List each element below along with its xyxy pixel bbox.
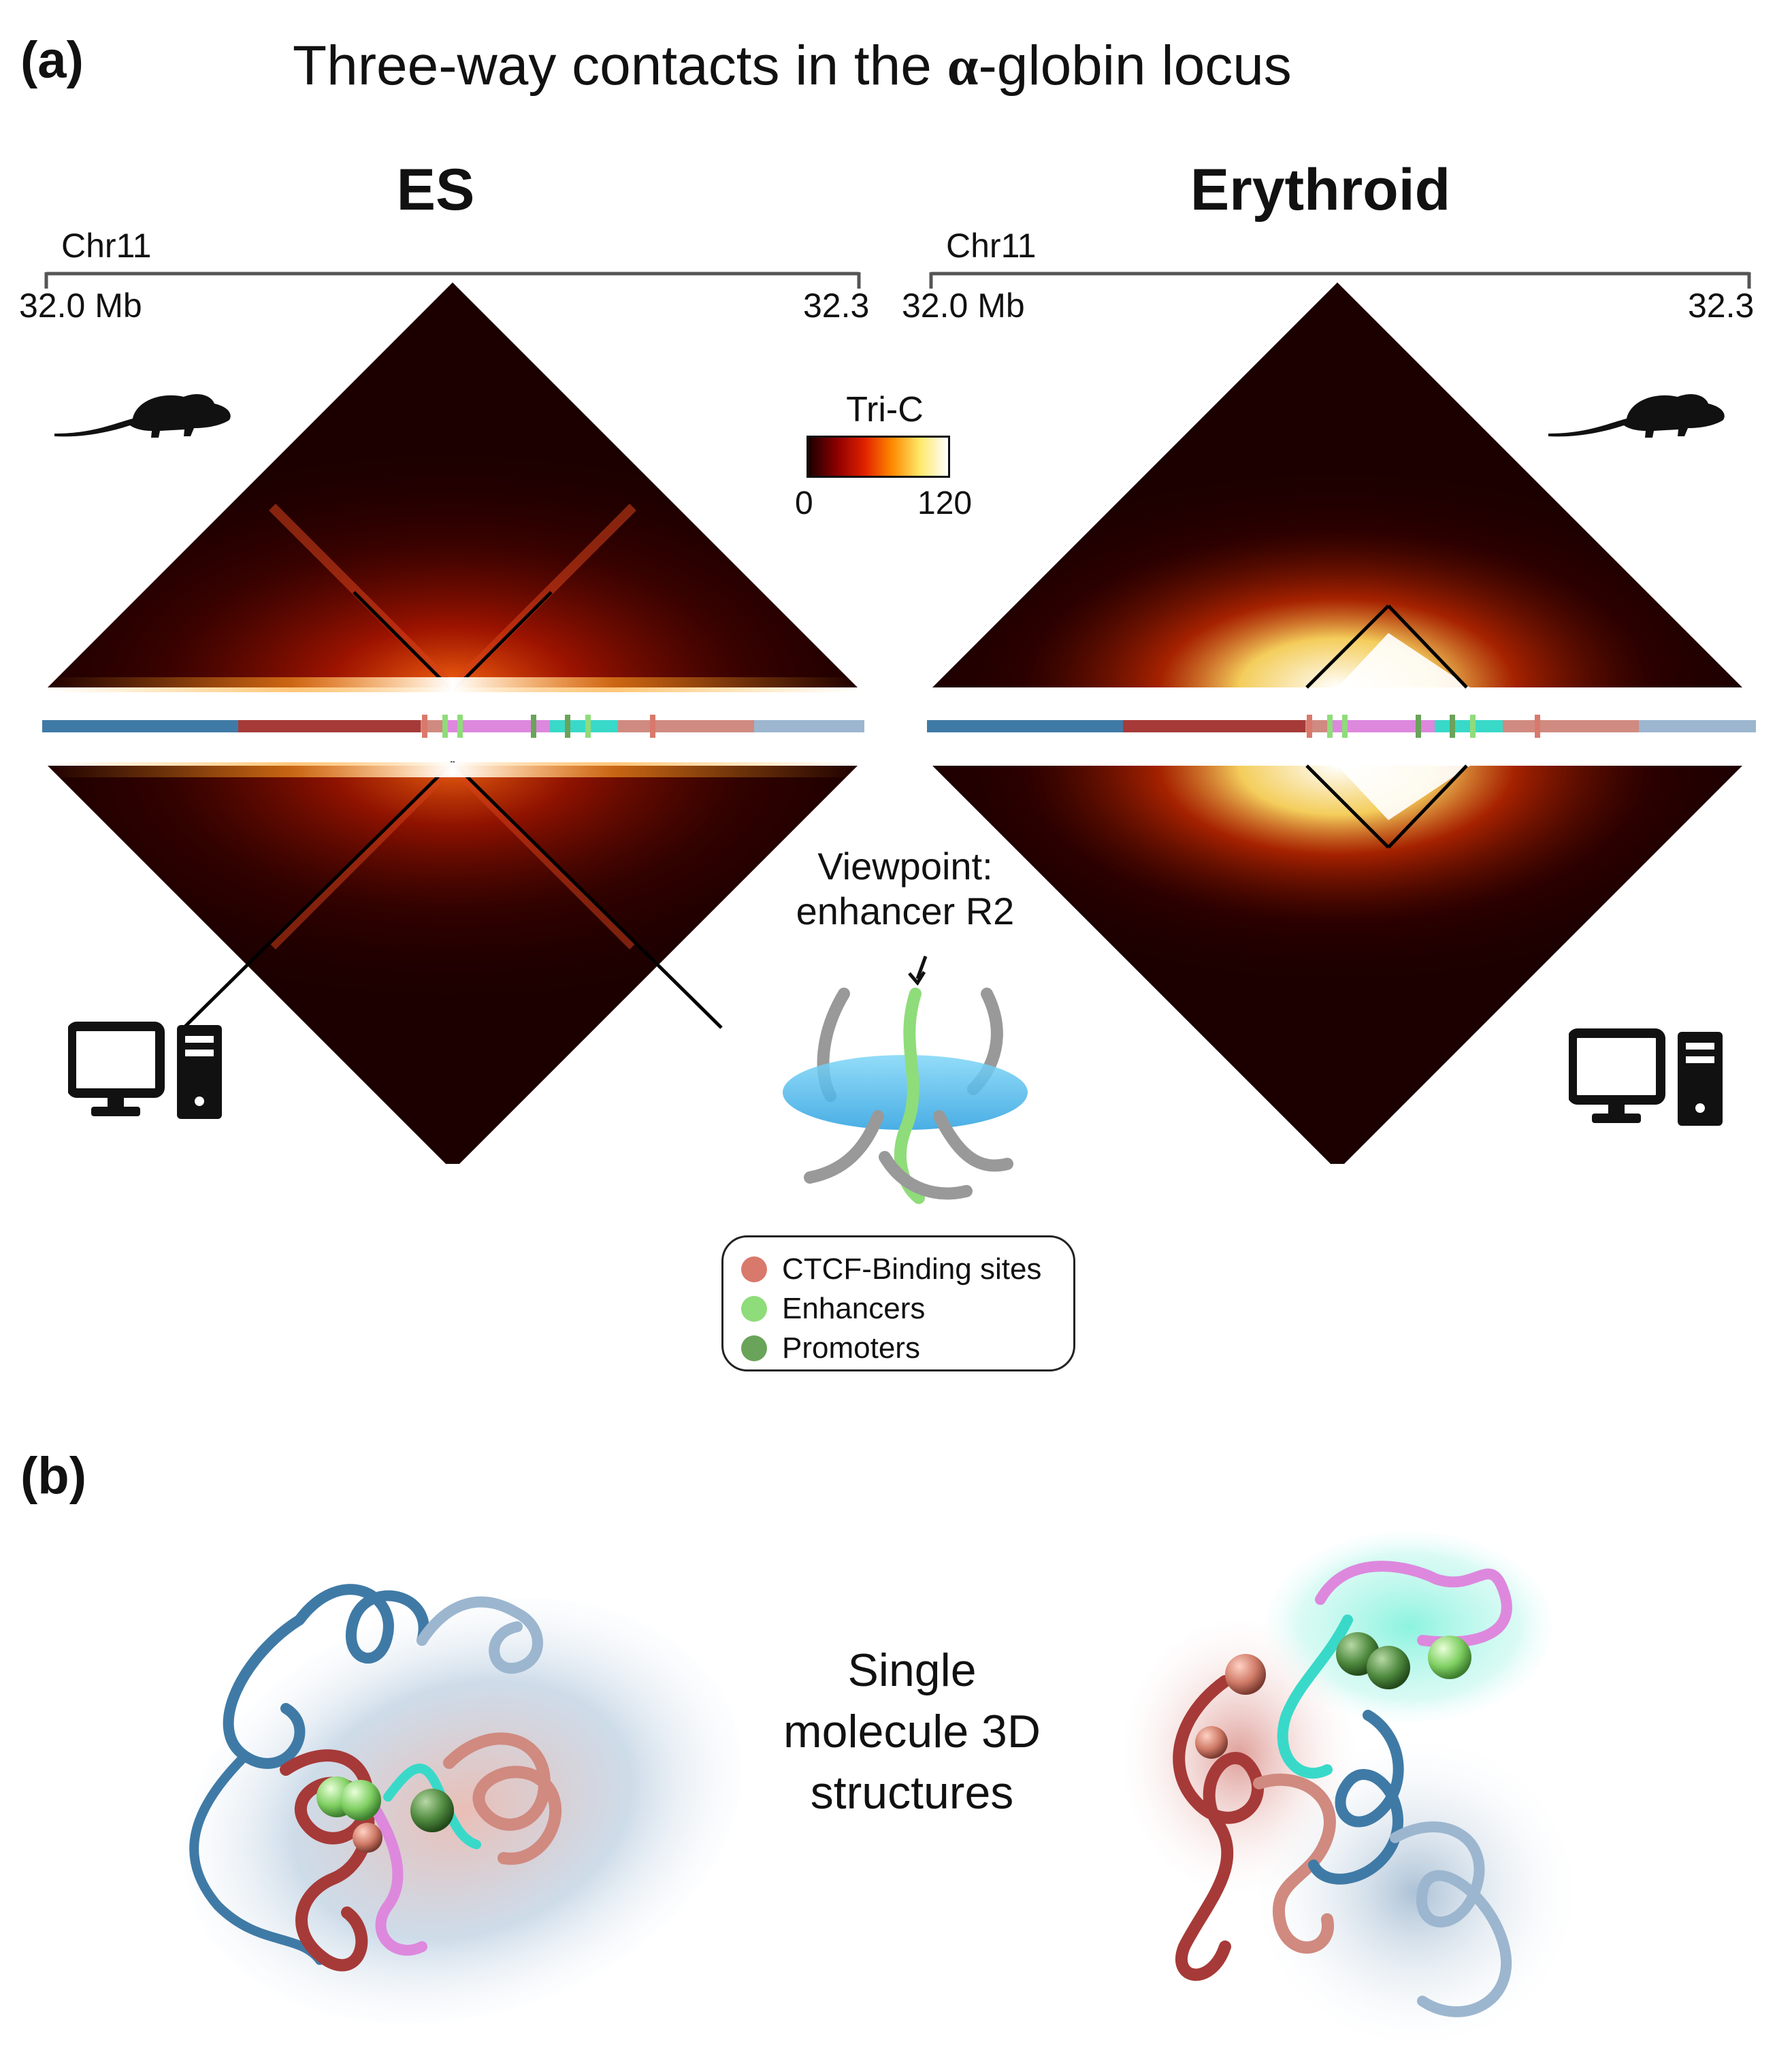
title-suffix: -globin locus — [978, 35, 1292, 97]
viewpoint-line2: enhancer R2 — [796, 890, 1015, 933]
chromosome-label-left: Chr11 — [61, 227, 152, 265]
legend-label-promoters: Promoters — [782, 1331, 920, 1365]
panel-b-label: (b) — [20, 1447, 87, 1505]
legend-item-promoters: Promoters — [741, 1329, 1056, 1368]
coordinate-end-left: 32.3 — [803, 287, 870, 325]
genomic-scale-right — [929, 272, 1751, 289]
coordinate-start-right: 32.0 Mb — [902, 287, 1025, 325]
structures-caption: Single molecule 3D structures — [742, 1640, 1082, 1823]
colorbar-title: Tri-C — [846, 390, 924, 429]
promoter-marker — [741, 1335, 767, 1361]
caption-line-1: Single — [847, 1644, 977, 1696]
viewpoint-line1: Viewpoint: — [817, 845, 993, 888]
genomic-scale-left — [44, 272, 861, 289]
panel-a-label: (a) — [20, 31, 84, 89]
chromatin-schematic — [783, 956, 1028, 1204]
colorbar — [807, 436, 950, 478]
legend-label-ctcf: CTCF-Binding sites — [782, 1252, 1042, 1286]
legend: CTCF-Binding sites Enhancers Promoters — [721, 1235, 1075, 1371]
mouse-icon — [54, 394, 231, 438]
heatmap-es — [42, 282, 864, 1164]
structure-erythroid — [1123, 1531, 1572, 2042]
condition-es-label: ES — [396, 157, 475, 223]
computer-icon — [68, 1022, 222, 1119]
structure-es — [183, 1584, 743, 2024]
viewpoint-label: Viewpoint: enhancer R2 — [755, 844, 1055, 934]
alpha-symbol: α — [947, 35, 979, 97]
caption-line-3: structures — [810, 1766, 1014, 1819]
coordinate-end-right: 32.3 — [1688, 287, 1755, 325]
es-gene-track — [42, 715, 864, 738]
mouse-icon — [1548, 394, 1725, 438]
computer-icon — [1569, 1028, 1723, 1126]
panel-a-title: Three-way contacts in the α-globin locus — [293, 34, 1292, 98]
coordinate-start-left: 32.0 Mb — [19, 287, 142, 325]
enhancer-marker — [741, 1296, 767, 1322]
colorbar-max: 120 — [917, 485, 973, 521]
erythroid-gene-track — [927, 715, 1756, 738]
title-prefix: Three-way contacts in the — [293, 35, 947, 97]
legend-item-ctcf: CTCF-Binding sites — [741, 1250, 1056, 1289]
condition-erythroid-label: Erythroid — [1190, 157, 1451, 223]
legend-label-enhancers: Enhancers — [782, 1292, 926, 1325]
heatmap-erythroid — [927, 282, 1756, 1164]
caption-line-2: molecule 3D — [783, 1705, 1041, 1757]
ctcf-marker — [741, 1256, 767, 1282]
colorbar-min: 0 — [795, 485, 813, 521]
chromosome-label-right: Chr11 — [946, 227, 1037, 265]
legend-item-enhancers: Enhancers — [741, 1289, 1056, 1329]
